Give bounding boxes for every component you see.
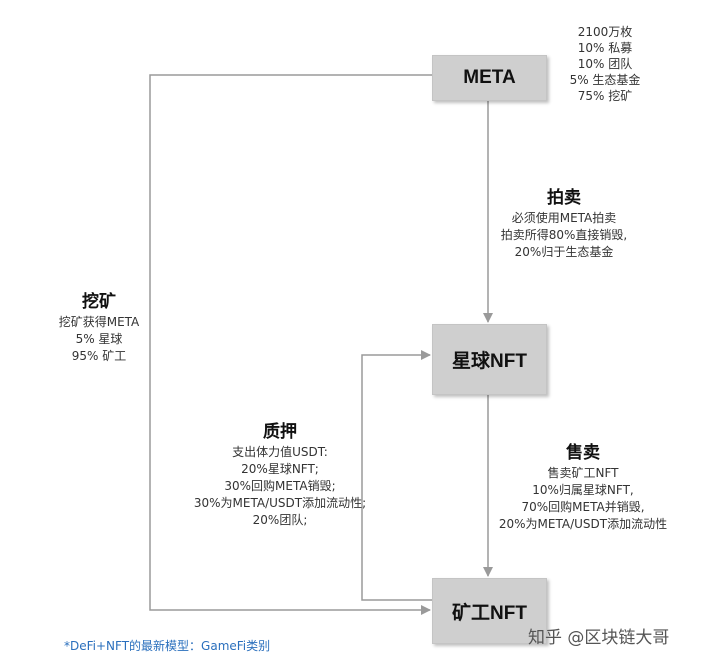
mining-line: 5% 星球 xyxy=(75,332,123,346)
arrow-mining-loop xyxy=(149,74,432,615)
sale-line: 20%为META/USDT添加流动性 xyxy=(498,517,668,531)
sale-line: 售卖矿工NFT xyxy=(547,466,619,480)
sale-block: 售卖 售卖矿工NFT 10%归属星球NFT, 70%回购META并销毁, 20%… xyxy=(488,441,678,533)
mining-title: 挖矿 xyxy=(82,292,116,312)
token-info-line: 5% 生态基金 xyxy=(569,73,641,87)
node-star-nft-label: 星球NFT xyxy=(452,351,527,372)
sale-line: 70%回购META并销毁, xyxy=(521,500,645,514)
token-info-line: 2100万枚 xyxy=(577,25,633,39)
node-miner-nft-label: 矿工NFT xyxy=(452,602,527,624)
auction-line: 拍卖所得80%直接销毁, xyxy=(500,228,628,242)
token-info-line: 10% 私募 xyxy=(577,41,633,55)
footer-caption: *DeFi+NFT的最新模型：GameFi类别 xyxy=(64,639,271,653)
arrow-stake-loop xyxy=(361,350,432,601)
stake-line: 20%星球NFT; xyxy=(241,462,319,476)
auction-title: 拍卖 xyxy=(547,188,581,208)
token-allocation: 2100万枚 10% 私募 10% 团队 5% 生态基金 75% 挖矿 xyxy=(555,24,655,104)
stake-block: 质押 支出体力值USDT: 20%星球NFT; 30%回购META销毁; 30%… xyxy=(182,420,378,529)
sale-line: 10%归属星球NFT, xyxy=(532,483,634,497)
token-info-line: 75% 挖矿 xyxy=(577,89,633,103)
stake-title: 质押 xyxy=(263,422,297,442)
stake-line: 支出体力值USDT: xyxy=(232,445,328,459)
stake-line: 20%团队; xyxy=(252,513,308,527)
auction-line: 20%归于生态基金 xyxy=(514,245,614,259)
sale-title: 售卖 xyxy=(566,443,600,463)
mining-line: 挖矿获得META xyxy=(58,315,140,329)
node-miner-nft: 矿工NFT xyxy=(432,578,547,644)
auction-block: 拍卖 必须使用META拍卖 拍卖所得80%直接销毁, 20%归于生态基金 xyxy=(486,186,642,261)
stake-line: 30%为META/USDT添加流动性; xyxy=(193,496,367,510)
stake-line: 30%回购META销毁; xyxy=(224,479,336,493)
node-star-nft: 星球NFT xyxy=(432,324,547,395)
mining-line: 95% 矿工 xyxy=(71,349,127,363)
mining-block: 挖矿 挖矿获得META 5% 星球 95% 矿工 xyxy=(38,290,160,365)
token-info-line: 10% 团队 xyxy=(577,57,633,71)
auction-line: 必须使用META拍卖 xyxy=(511,211,617,225)
node-meta: META xyxy=(432,55,547,101)
watermark: 知乎 @区块链大哥 xyxy=(528,628,670,648)
node-meta-label: META xyxy=(463,67,516,88)
